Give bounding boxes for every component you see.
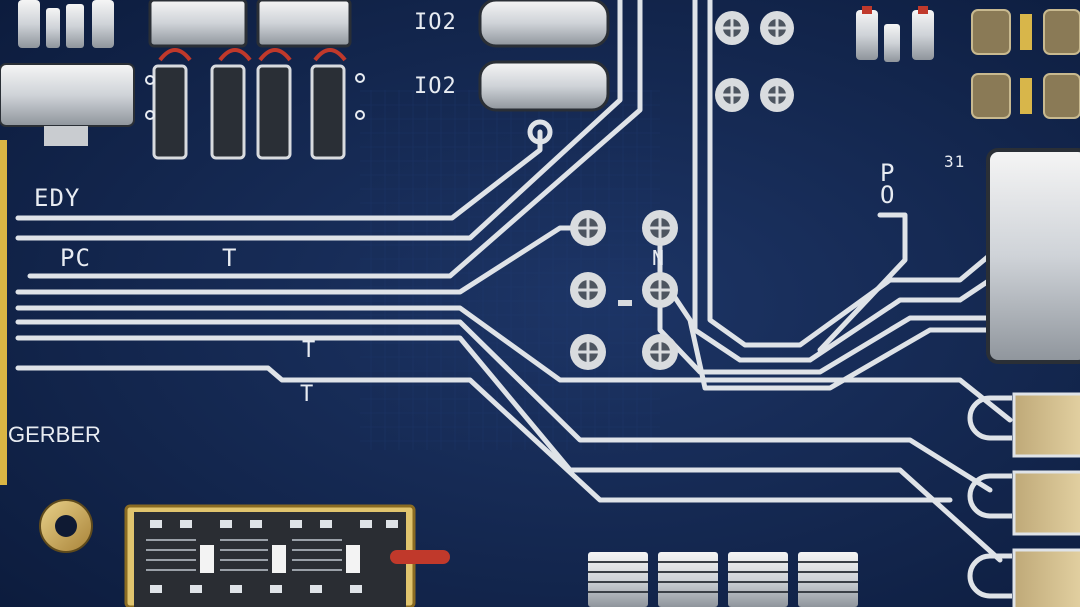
silkscreen-label-po: PO [880, 159, 896, 209]
silkscreen-label-edy: EDY [34, 184, 81, 212]
trace-10 [707, 0, 993, 348]
silkscreen-label-t-upper: T [222, 244, 238, 272]
silkscreen-label-t-low: T [300, 382, 315, 407]
crystal-oscillators [478, 0, 610, 112]
trace-12 [667, 287, 993, 391]
silkscreen-label-io2-bottom: IO2 [414, 74, 457, 99]
via-grid-center [570, 210, 678, 370]
via-grid-top [715, 11, 794, 112]
trace-6 [15, 319, 993, 493]
red-jumper-wire [390, 550, 450, 564]
inner-layer-texture [360, 90, 660, 450]
silkscreen-label-io2-top: IO2 [414, 10, 457, 35]
trace-2 [15, 0, 623, 241]
edge-pads [967, 392, 1080, 607]
top-right-components [856, 6, 1080, 119]
gold-module [124, 504, 450, 607]
heatsink-fins [588, 552, 858, 607]
copper-traces [15, 0, 1013, 563]
top-left-components [0, 0, 135, 146]
trace-via-ring [527, 119, 553, 145]
usb-connector [986, 148, 1080, 364]
trace-9 [692, 0, 993, 363]
relay-block [145, 0, 365, 160]
silkscreen-label-n: N [652, 246, 666, 270]
mounting-hole [39, 499, 93, 553]
silkscreen-label-pc: PC [60, 244, 91, 272]
edge-connector-strip [0, 140, 7, 485]
silkscreen-label-gerber: GERBER [8, 422, 101, 447]
silkscreen-label-31: 31 [944, 152, 966, 171]
trace-8 [15, 365, 953, 503]
trace-5 [15, 305, 1013, 423]
trace-3 [27, 0, 643, 279]
silkscreen-label-t-mid: T [302, 338, 317, 363]
trace-13 [817, 212, 908, 353]
trace-11 [657, 237, 993, 375]
